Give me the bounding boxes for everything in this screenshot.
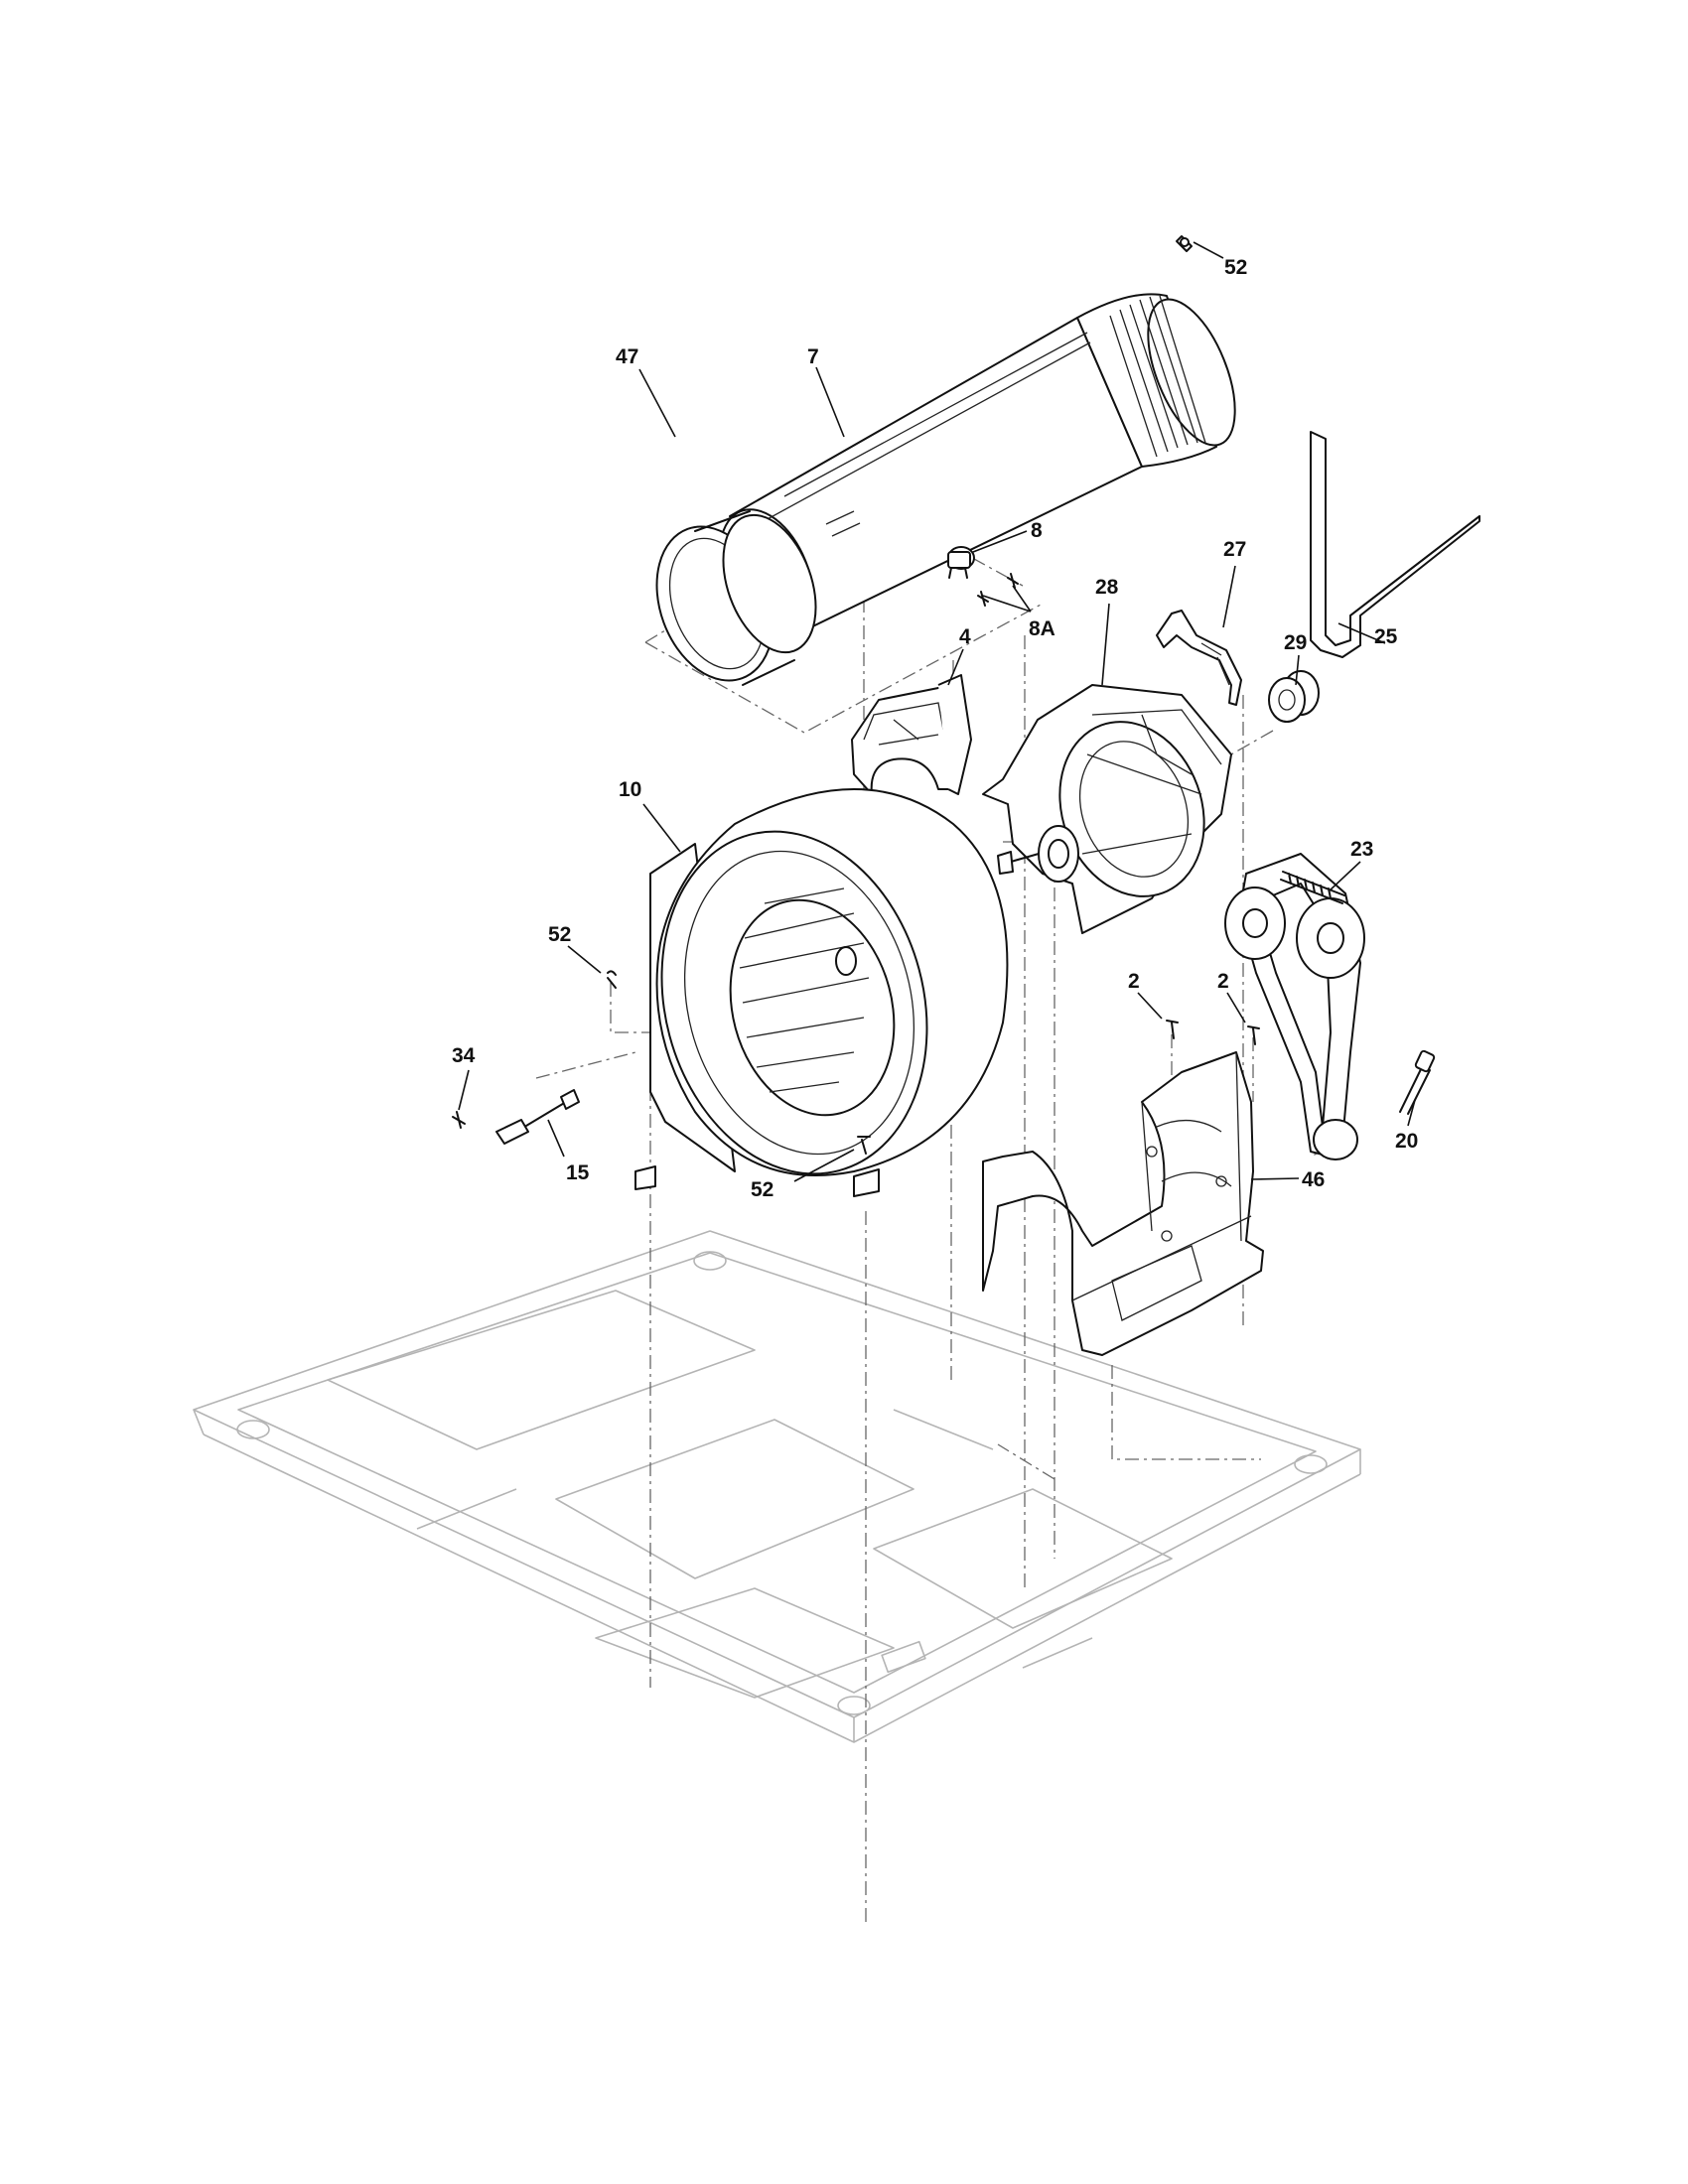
- callout-25: 25: [1374, 625, 1398, 648]
- base-pan: [193, 1230, 1361, 1743]
- motor-mount-bracket: [851, 674, 972, 795]
- motor-clip: [1156, 610, 1242, 706]
- callout-labels: 52 7 47 8 8A 4 28 27 29 25 10 23 52 2 2 …: [452, 256, 1418, 1201]
- duct-ribs: [1109, 295, 1206, 458]
- callout-34: 34: [452, 1044, 476, 1067]
- callout-52-left: 52: [548, 923, 571, 946]
- callout-8: 8: [1031, 519, 1043, 542]
- blower-fan-housing: [634, 788, 1009, 1197]
- fan-blades: [739, 887, 870, 1093]
- screws-2: [1166, 1020, 1260, 1045]
- drive-motor: [982, 684, 1232, 934]
- screw-34: [452, 1111, 466, 1129]
- callout-46: 46: [1302, 1168, 1325, 1191]
- callout-4: 4: [959, 625, 971, 648]
- callout-2-left: 2: [1128, 970, 1140, 993]
- callout-15: 15: [566, 1161, 590, 1184]
- callout-10: 10: [619, 778, 641, 801]
- screw-52-bottom: [857, 1136, 871, 1155]
- thermostat: [947, 546, 975, 579]
- callout-47: 47: [616, 345, 638, 368]
- callout-27: 27: [1223, 538, 1246, 561]
- screw-52-top: [1176, 235, 1193, 252]
- callout-29: 29: [1284, 631, 1307, 654]
- idler-pulley-29: [1268, 670, 1320, 723]
- callout-23: 23: [1350, 838, 1373, 861]
- idler-arm-assembly: [1224, 853, 1365, 1160]
- callout-52-top: 52: [1224, 256, 1247, 279]
- callout-7: 7: [807, 345, 819, 368]
- callout-28: 28: [1095, 576, 1119, 599]
- motor-cradle-46: [982, 1051, 1264, 1356]
- thermistor: [495, 1089, 580, 1145]
- callout-2-right: 2: [1217, 970, 1229, 993]
- screws-8a: [977, 573, 1019, 607]
- screw-52-left: [607, 970, 617, 989]
- callout-8a: 8A: [1029, 617, 1055, 640]
- cabinet-panel-edge: [1310, 431, 1480, 658]
- duct-ring: [655, 510, 817, 686]
- bolt-20: [1399, 1049, 1436, 1115]
- leader-lines: [458, 241, 1416, 1182]
- callout-52-bottom: 52: [751, 1178, 774, 1201]
- callout-20: 20: [1395, 1130, 1418, 1153]
